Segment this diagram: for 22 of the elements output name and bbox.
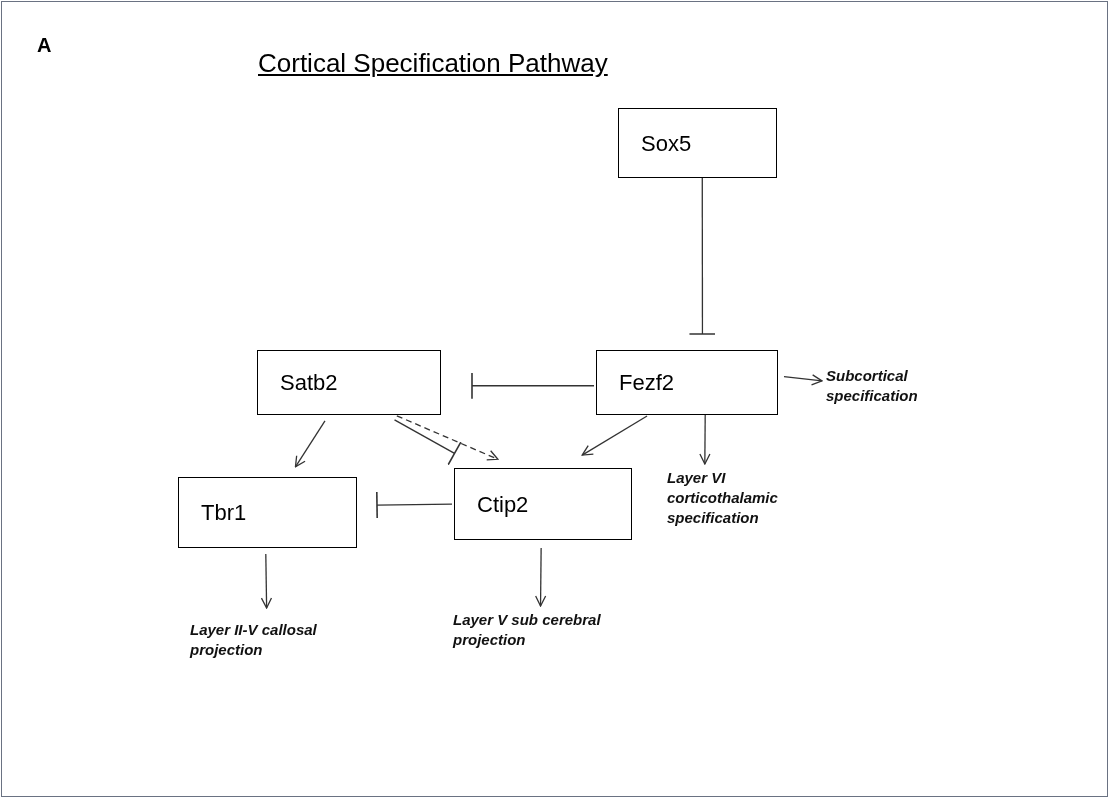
arrow xyxy=(699,414,711,465)
gene-box: Tbr1 xyxy=(178,477,357,548)
annotation-text: Layer II-V callosal projection xyxy=(190,620,350,664)
inhibition-line xyxy=(688,177,717,335)
annotation-text: Layer VI corticothalamic specification xyxy=(667,468,807,528)
arrow xyxy=(535,547,547,607)
inhibition-line xyxy=(393,419,462,466)
annotation-text: Layer V sub cerebral projection xyxy=(453,610,628,654)
arrow xyxy=(260,553,273,609)
gene-box: Ctip2 xyxy=(454,468,632,540)
arrow xyxy=(783,374,823,386)
arrow xyxy=(294,420,326,468)
gene-box: Fezf2 xyxy=(596,350,778,415)
annotation-text: Subcortical specification xyxy=(826,366,976,410)
gene-box: Sox5 xyxy=(618,108,777,178)
inhibition-line xyxy=(471,371,595,400)
panel-letter: A xyxy=(37,33,52,58)
title: Cortical Specification Pathway xyxy=(258,47,608,80)
arrow xyxy=(396,415,499,461)
arrow xyxy=(581,415,648,456)
inhibition-line xyxy=(376,491,453,519)
gene-box: Satb2 xyxy=(257,350,441,415)
